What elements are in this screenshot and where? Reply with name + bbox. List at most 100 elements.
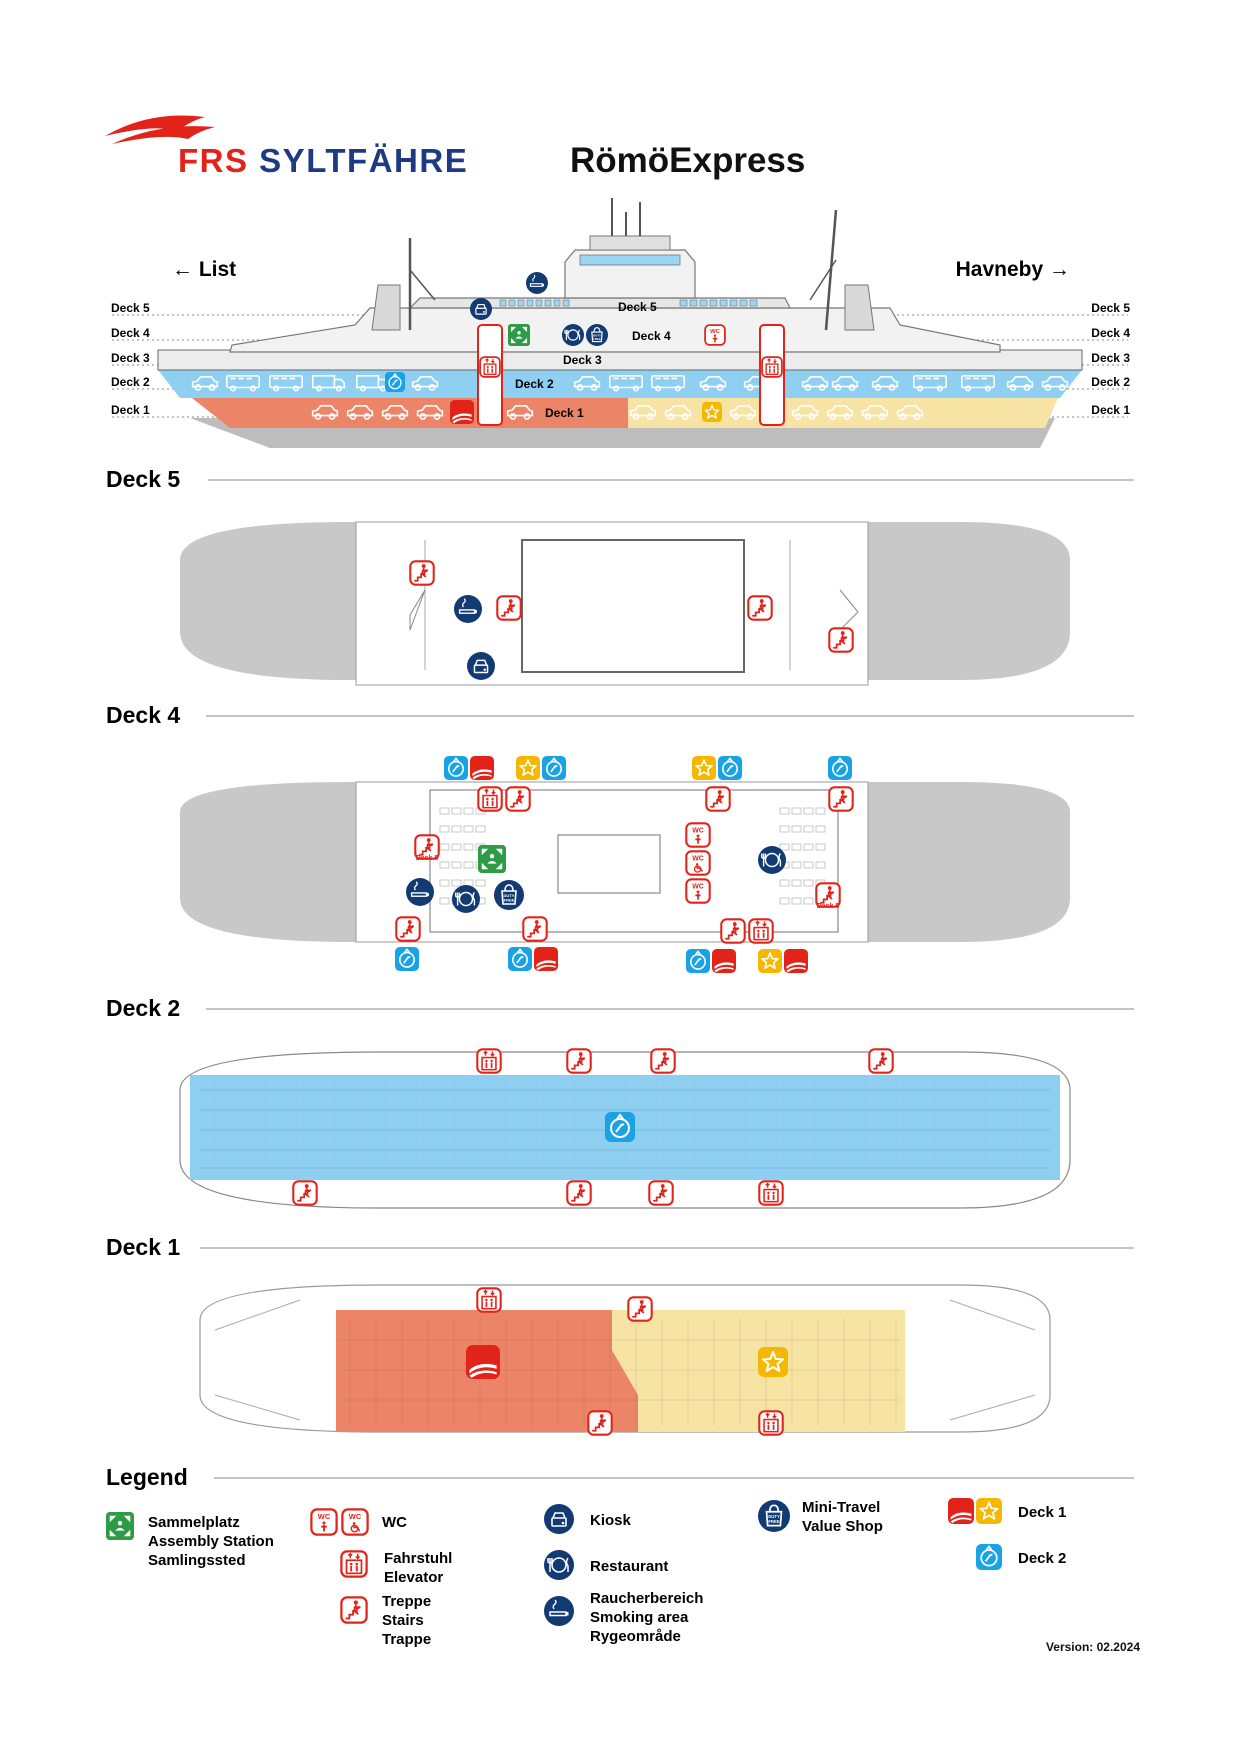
- stairs-icon: [409, 560, 435, 586]
- seat: [791, 807, 802, 815]
- wc-icon: [685, 878, 711, 904]
- seat: [451, 843, 462, 851]
- stairs-icon: [720, 918, 746, 944]
- stairs-icon: [828, 627, 854, 653]
- deck1-icon: [948, 1498, 974, 1524]
- legend-restaurant-text: Restaurant: [590, 1558, 668, 1575]
- elevator-icon: [477, 786, 503, 812]
- seat: [779, 807, 790, 815]
- deck1-icon: [534, 947, 558, 971]
- seat: [451, 861, 462, 869]
- legend-deck2-text: Deck 2: [1018, 1550, 1066, 1567]
- deck5-stair-wedges: [409, 589, 859, 631]
- deck2-icon: [686, 949, 710, 973]
- window: [719, 299, 728, 307]
- elevator-icon: [340, 1550, 368, 1578]
- stairs-icon: [505, 786, 531, 812]
- profile-deck5-windows: [499, 299, 758, 307]
- profile-side-label-right: Deck 5: [1091, 301, 1130, 315]
- stairs-icon: [566, 1048, 592, 1074]
- restaurant-icon: [452, 885, 480, 913]
- smoking-icon: [406, 878, 434, 906]
- kiosk-icon: [544, 1504, 574, 1534]
- legend-deck1-text: Deck 1: [1018, 1504, 1066, 1521]
- window: [749, 299, 758, 307]
- window: [526, 299, 534, 307]
- deck2-icon: [385, 372, 405, 392]
- shop-icon: [758, 1500, 790, 1532]
- legend-elevator-text: Fahrstuhl Elevator: [384, 1550, 457, 1586]
- restaurant-icon: [544, 1550, 574, 1580]
- shop-icon: [586, 324, 608, 346]
- profile-side-label-left: Deck 1: [111, 403, 150, 417]
- elevator-icon: [761, 356, 783, 378]
- profile-side-label-right: Deck 1: [1091, 403, 1130, 417]
- deck1-icon: [466, 1345, 500, 1379]
- funnel-right: [844, 284, 875, 331]
- wc-icon: [310, 1508, 338, 1536]
- window: [739, 299, 748, 307]
- profile-label-deck4: Deck 4: [632, 329, 671, 343]
- stairs-icon: [650, 1048, 676, 1074]
- star-icon: [692, 756, 716, 780]
- seat: [791, 897, 802, 905]
- seat: [463, 825, 474, 833]
- stairs-icon: [648, 1180, 674, 1206]
- ramp-lines: [214, 1299, 1036, 1421]
- window: [544, 299, 552, 307]
- stairs-to-deck5-left: Deck 5: [414, 833, 440, 862]
- window: [699, 299, 708, 307]
- seat: [803, 897, 814, 905]
- window: [562, 299, 570, 307]
- deck1-icon: [712, 949, 736, 973]
- stairs-icon: [868, 1048, 894, 1074]
- elevator-icon: [476, 1287, 502, 1313]
- plan-title: Deck 5: [106, 466, 180, 492]
- seat: [779, 843, 790, 851]
- funnel-left: [371, 284, 401, 331]
- deck2-icon: [395, 947, 419, 971]
- window: [499, 299, 507, 307]
- seat: [779, 897, 790, 905]
- legend-shop-text: Mini-Travel Value Shop: [802, 1499, 885, 1535]
- elevator-icon: [748, 918, 774, 944]
- seat: [451, 807, 462, 815]
- profile-side-label-left: Deck 2: [111, 375, 150, 389]
- plan-deck1: [199, 1284, 1051, 1436]
- profile-side-label-left: Deck 4: [111, 326, 150, 340]
- logo-wave-top: [105, 115, 205, 136]
- bridge-windows: [579, 254, 681, 266]
- legend: Sammelplatz Assembly Station Samlingsste…: [106, 1498, 1066, 1648]
- wc-accessible-icon: [685, 850, 711, 876]
- elevator-icon: [476, 1048, 502, 1074]
- seat: [439, 843, 450, 851]
- legend-smoking-text: Raucherbereich Smoking area Rygeområde: [590, 1590, 708, 1645]
- profile-side-label-right: Deck 4: [1091, 326, 1130, 340]
- plan-deck2: [179, 1048, 1071, 1209]
- seat: [451, 879, 462, 887]
- profile-side-label-right: Deck 3: [1091, 351, 1130, 365]
- brand-name: FRS SYLTFÄHRE: [178, 142, 468, 179]
- seat: [463, 861, 474, 869]
- profile-deck1-sand: [628, 398, 1058, 428]
- profile-deck2-band: [158, 370, 1082, 398]
- kiosk-icon: [467, 652, 495, 680]
- stairs-icon: [292, 1180, 318, 1206]
- stairs-icon: [522, 916, 548, 942]
- profile-label-deck5: Deck 5: [618, 300, 657, 314]
- star-icon: [758, 949, 782, 973]
- masts-center: [611, 198, 641, 236]
- ship-name: RömöExpress: [570, 141, 805, 180]
- deck2-icon: [718, 756, 742, 780]
- seat: [815, 843, 826, 851]
- deck4-center-void: [557, 834, 661, 894]
- stairs-icon: [627, 1296, 653, 1322]
- restaurant-icon: [758, 846, 786, 874]
- legend-assembly-text: Sammelplatz Assembly Station Samlingsste…: [148, 1514, 278, 1569]
- bridge-top: [589, 235, 671, 251]
- deck1-icon: [450, 400, 474, 424]
- seat: [463, 807, 474, 815]
- seat: [439, 879, 450, 887]
